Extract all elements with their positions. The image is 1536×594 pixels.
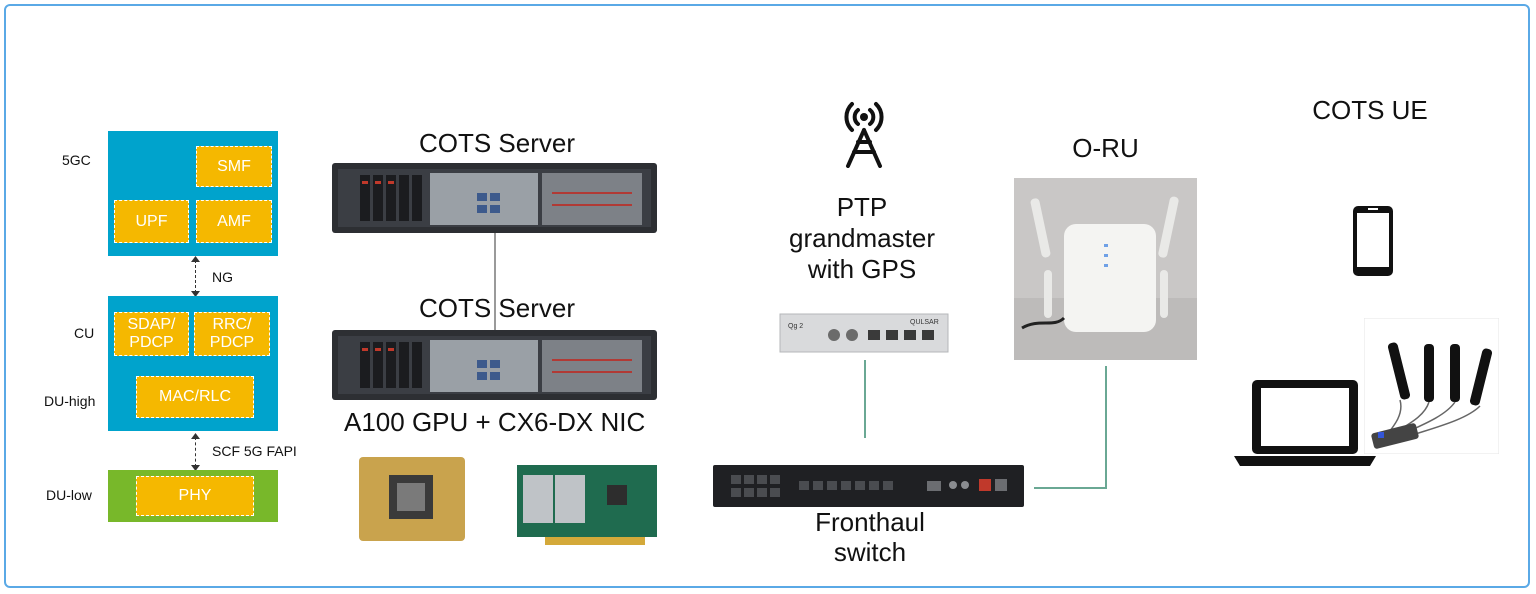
ptp-to-switch-link bbox=[864, 360, 866, 438]
smf-block: SMF bbox=[196, 146, 272, 187]
ng-interface-label: NG bbox=[212, 269, 233, 285]
gpu-nic-image bbox=[345, 445, 670, 553]
bottom-server-title: COTS Server bbox=[418, 293, 576, 323]
sdap-pdcp-block: SDAP/ PDCP bbox=[114, 312, 189, 356]
phy-block: PHY bbox=[136, 476, 254, 516]
fronthaul-switch-image bbox=[713, 465, 1024, 507]
smartphone-icon bbox=[1353, 206, 1393, 276]
server-link-line bbox=[494, 233, 496, 333]
layer-label-du-low: DU-low bbox=[46, 487, 92, 503]
fapi-arrowheads bbox=[191, 433, 200, 471]
fapi-interface-label: SCF 5G FAPI bbox=[212, 443, 297, 459]
oru-title: O-RU bbox=[1072, 133, 1139, 163]
gpu-nic-title: A100 GPU + CX6-DX NIC bbox=[344, 407, 646, 437]
ng-interface-arrow bbox=[195, 260, 196, 293]
fronthaul-title-line1: Fronthaul bbox=[815, 507, 925, 537]
ptp-device-model: Qg 2 bbox=[788, 323, 803, 330]
ptp-device-brand: QULSAR bbox=[910, 319, 939, 326]
ng-arrowheads bbox=[191, 256, 200, 297]
ptp-title-line3: with GPS bbox=[807, 254, 917, 284]
top-server-title: COTS Server bbox=[418, 128, 576, 158]
ptp-title: PTP grandmaster with GPS bbox=[752, 192, 972, 285]
mac-rlc-block: MAC/RLC bbox=[136, 376, 254, 418]
fronthaul-title: Fronthaul switch bbox=[760, 507, 980, 567]
upf-block: UPF bbox=[114, 200, 189, 243]
diagram-frame bbox=[4, 4, 1530, 588]
ptp-grandmaster-image: Qg 2 QULSAR bbox=[776, 302, 952, 360]
oru-image bbox=[1014, 178, 1197, 360]
fapi-interface-arrow bbox=[195, 437, 196, 467]
layer-label-cu: CU bbox=[74, 325, 95, 341]
ptp-title-line1: PTP bbox=[836, 192, 888, 222]
switch-to-oru-link-h bbox=[1034, 487, 1107, 489]
ue-title: COTS UE bbox=[1312, 95, 1428, 125]
ue-modem-image bbox=[1364, 318, 1499, 454]
amf-block: AMF bbox=[196, 200, 272, 243]
rrc-pdcp-block: RRC/ PDCP bbox=[194, 312, 270, 356]
laptop-icon bbox=[1234, 380, 1376, 466]
cots-server-image-top bbox=[332, 163, 657, 233]
fronthaul-title-line2: switch bbox=[833, 537, 907, 567]
cots-server-image-bottom bbox=[332, 330, 657, 400]
layer-label-du-high: DU-high bbox=[44, 393, 96, 409]
layer-label-5gc: 5GC bbox=[62, 152, 91, 168]
switch-to-oru-link-v bbox=[1105, 366, 1107, 488]
ptp-title-line2: grandmaster bbox=[789, 223, 935, 253]
antenna-tower-icon bbox=[844, 102, 884, 168]
